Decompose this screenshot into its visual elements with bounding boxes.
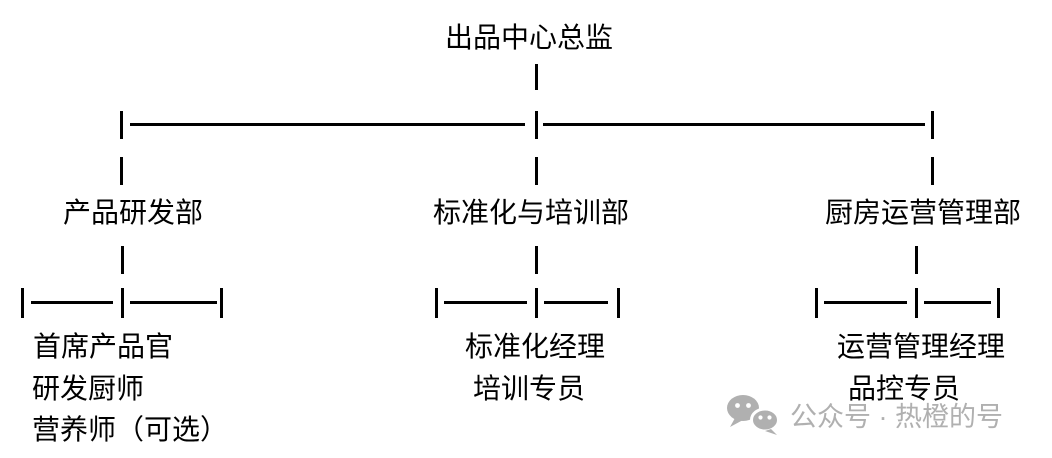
dept3-subbranch-tick-left [815, 288, 818, 318]
dept1-stem-line [121, 246, 124, 274]
dept1-drop-line [120, 157, 123, 185]
root-stem-line [535, 64, 538, 90]
dept1-subbranch-tick-right [220, 288, 223, 318]
dept1-subbranch-tick-center [121, 288, 124, 318]
main-branch-line-right [543, 123, 925, 126]
org-node-role-nutritionist: 营养师（可选） [32, 414, 229, 445]
main-branch-tick-right [931, 111, 934, 139]
org-node-role-rd-chef: 研发厨师 [32, 373, 145, 404]
dept2-subbranch-tick-left [435, 288, 438, 318]
org-node-role-ops-manager: 运营管理经理 [837, 331, 1006, 362]
watermark-label: 公众号 · 热橙的号 [790, 402, 1003, 432]
dept3-subbranch-line-left [824, 301, 907, 304]
dept1-subbranch-line-left [31, 301, 113, 304]
org-node-role-standardization-manager: 标准化经理 [465, 331, 606, 362]
org-node-dept-kitchen-ops: 厨房运营管理部 [825, 197, 1022, 228]
wechat-icon [726, 394, 782, 441]
dept2-subbranch-line-left [444, 301, 527, 304]
dept3-stem-line [915, 246, 918, 274]
dept2-subbranch-line-right [544, 301, 608, 304]
dept1-subbranch-line-right [130, 301, 217, 304]
dept2-drop-line [535, 157, 538, 185]
main-branch-line-left [130, 123, 525, 126]
main-branch-tick-left [120, 111, 123, 139]
dept2-subbranch-tick-right [617, 288, 620, 318]
dept3-subbranch-line-right [924, 301, 991, 304]
dept2-stem-line [535, 246, 538, 274]
org-node-dept-standardization: 标准化与培训部 [433, 197, 630, 228]
dept1-subbranch-tick-left [21, 288, 24, 318]
org-node-role-training-specialist: 培训专员 [473, 373, 586, 404]
dept3-subbranch-tick-right [997, 288, 1000, 318]
org-node-root: 出品中心总监 [445, 22, 614, 53]
org-node-role-chief-product-officer: 首席产品官 [33, 331, 174, 362]
org-node-role-qc-specialist: 品控专员 [848, 373, 961, 404]
main-branch-tick-center [535, 111, 538, 139]
dept3-subbranch-tick-center [915, 288, 918, 318]
dept2-subbranch-tick-center [535, 288, 538, 318]
org-node-dept-rd: 产品研发部 [63, 197, 204, 228]
dept3-drop-line [931, 157, 934, 185]
